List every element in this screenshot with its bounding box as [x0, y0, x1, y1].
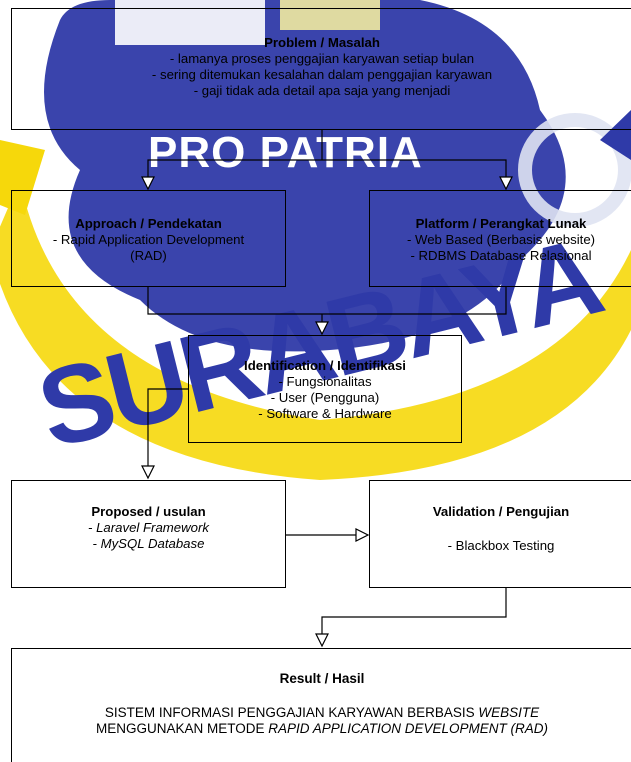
result-line-2-text: MENGGUNAKAN METODE [95, 721, 269, 736]
proposed-title: Proposed / usulan [91, 504, 206, 519]
arrowhead-platform [499, 176, 513, 191]
platform-line: - RDBMS Database Relasional [410, 248, 592, 263]
watermark-yellow-band [0, 180, 631, 480]
connector-validation-result [321, 588, 507, 634]
approach-line: (RAD) [130, 248, 167, 263]
platform-box: Platform / Perangkat Lunak - Web Based (… [369, 190, 631, 287]
proposed-line: - MySQL Database [92, 536, 205, 551]
result-line-1-italic: WEBSITE [478, 705, 540, 720]
result-box: Result / Hasil SISTEM INFORMASI PENGGAJI… [11, 648, 631, 762]
watermark-book-left [115, 0, 265, 45]
problem-line: - lamanya proses penggajian karyawan set… [169, 51, 475, 66]
watermark-book-right [280, 0, 380, 30]
platform-line: - Web Based (Berbasis website) [406, 232, 596, 247]
proposed-box: Proposed / usulan - Laravel Framework - … [11, 480, 286, 588]
identification-line: - User (Pengguna) [270, 390, 380, 405]
connector-ident-proposed [147, 388, 188, 466]
proposed-line: - Laravel Framework [88, 520, 209, 535]
approach-box: Approach / Pendekatan - Rapid Applicatio… [11, 190, 286, 287]
watermark-circle [518, 113, 631, 227]
identification-box: Identification / Identifikasi - Fungsion… [188, 335, 462, 443]
arrowhead-ident [315, 321, 329, 336]
identification-line: - Fungsionalitas [278, 374, 372, 389]
arrowhead-proposed [141, 465, 155, 480]
connector-merge-ident [147, 287, 507, 322]
arrowhead-validation [355, 528, 370, 542]
arrowhead-result [315, 633, 329, 648]
problem-box: Problem / Masalah - lamanya proses pengg… [11, 8, 631, 130]
watermark-pro-patria: PRO PATRIA [148, 128, 423, 177]
result-title: Result / Hasil [279, 671, 365, 686]
result-line-1: SISTEM INFORMASI PENGGAJIAN KARYAWAN BER… [12, 705, 631, 721]
result-line-1-text: SISTEM INFORMASI PENGGAJIAN KARYAWAN BER… [104, 705, 479, 720]
result-line-2: MENGGUNAKAN METODE RAPID APPLICATION DEV… [12, 721, 631, 737]
approach-line: - Rapid Application Development [52, 232, 245, 247]
identification-line: - Software & Hardware [258, 406, 392, 421]
problem-title: Problem / Masalah [264, 35, 380, 50]
problem-line: - sering ditemukan kesalahan dalam pengg… [151, 67, 493, 82]
connector-problem-split [147, 130, 507, 177]
result-line-2-italic: RAPID APPLICATION DEVELOPMENT (RAD) [268, 721, 549, 736]
problem-line: - gaji tidak ada detail apa saja yang me… [193, 83, 451, 98]
identification-title: Identification / Identifikasi [244, 358, 406, 373]
platform-title: Platform / Perangkat Lunak [415, 216, 587, 231]
validation-title: Validation / Pengujian [432, 504, 570, 519]
watermark-right-tooth [600, 110, 631, 160]
validation-line: - Blackbox Testing [447, 538, 555, 553]
validation-box: Validation / Pengujian - Blackbox Testin… [369, 480, 631, 588]
arrowhead-approach [141, 176, 155, 191]
approach-title: Approach / Pendekatan [75, 216, 222, 231]
watermark-blue-shape [44, 0, 566, 352]
